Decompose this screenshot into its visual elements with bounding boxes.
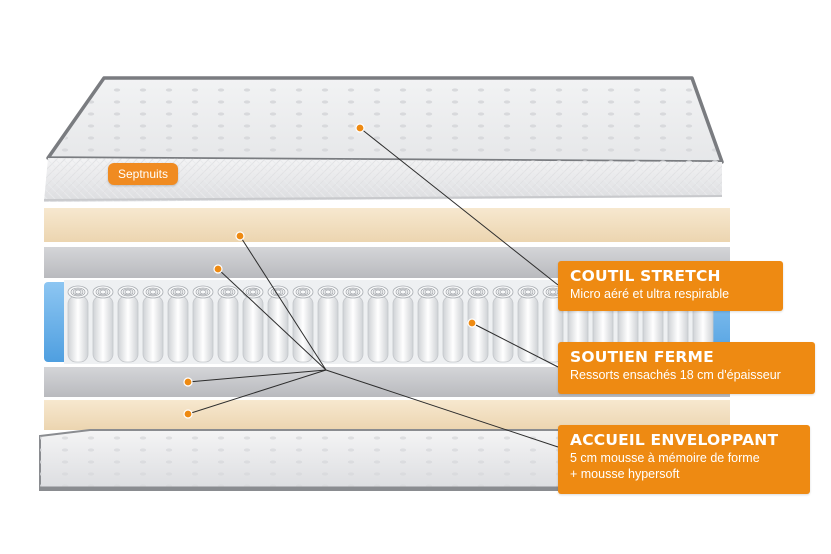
callout-title: COUTIL STRETCH	[570, 267, 721, 285]
memory-foam-layer	[44, 208, 730, 242]
callout-title: SOUTIEN FERME	[570, 348, 714, 366]
callout-description: 5 cm mousse à mémoire de forme	[570, 451, 760, 465]
callout-title: ACCUEIL ENVELOPPANT	[570, 431, 779, 449]
callout-dots	[183, 123, 477, 419]
top-layer	[43, 76, 724, 202]
callout-soutien-ferme: SOUTIEN FERME Ressorts ensachés 18 cm d'…	[558, 342, 815, 394]
callout-description: Ressorts ensachés 18 cm d'épaisseur	[570, 368, 781, 382]
callout-description: Micro aéré et ultra respirable	[570, 287, 730, 301]
bottom-layer	[39, 429, 727, 491]
callout-coutil-stretch: COUTIL STRETCH Micro aéré et ultra respi…	[558, 261, 783, 311]
brand-label: Septnuits	[108, 163, 178, 185]
callout-description: + mousse hypersoft	[570, 467, 680, 481]
callout-connectors	[187, 127, 559, 448]
callout-accueil-enveloppant: ACCUEIL ENVELOPPANT 5 cm mousse à mémoir…	[558, 425, 810, 494]
